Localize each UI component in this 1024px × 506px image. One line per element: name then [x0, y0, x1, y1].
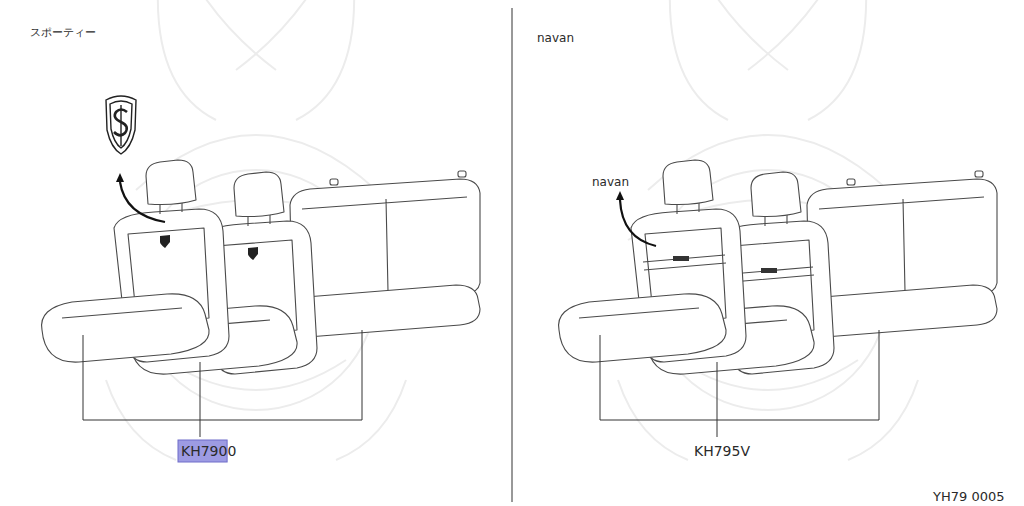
part-number: KH7900 — [181, 444, 236, 458]
seat-emblem — [248, 247, 258, 260]
front-seat — [559, 160, 746, 362]
seat-cushion — [559, 294, 727, 362]
seat-cushion-seam — [62, 308, 182, 318]
seat-cushion — [42, 294, 210, 362]
callout-label: navan — [592, 176, 629, 188]
part-number: KH795V — [694, 444, 750, 458]
seat-band — [643, 255, 726, 270]
bench-back-seam — [302, 197, 467, 291]
leader-arrow — [620, 200, 656, 246]
bench-back-seam — [819, 197, 984, 291]
bench-latch — [458, 171, 466, 177]
seat-set — [559, 160, 997, 437]
seat-emblem — [160, 235, 170, 248]
seat-band-tag — [673, 256, 689, 261]
headrest — [146, 160, 196, 205]
headrest — [234, 172, 284, 217]
headrest — [663, 160, 713, 205]
bracket-line — [879, 330, 880, 420]
bench-latch — [330, 179, 338, 185]
bench-latch — [847, 179, 855, 185]
arrow-head — [116, 173, 124, 182]
bracket-line — [362, 330, 363, 420]
watermark-stroke — [158, 0, 276, 120]
bracket-line — [200, 362, 201, 420]
watermark-stroke — [748, 0, 866, 120]
bracket-line — [83, 420, 362, 421]
bracket-line — [83, 335, 84, 420]
seat-band-tag — [761, 268, 777, 273]
front-seat — [42, 160, 229, 362]
section-heading: スポーティー — [30, 27, 96, 38]
bracket — [83, 330, 362, 437]
watermark-stroke — [670, 0, 788, 120]
arrow-head — [616, 191, 624, 200]
bracket — [600, 330, 879, 437]
watermark-stroke — [236, 0, 354, 120]
headrest — [751, 172, 801, 217]
seat-band — [731, 267, 814, 282]
section-heading: navan — [537, 32, 574, 44]
emblem-shield — [106, 96, 136, 154]
seat-set — [42, 160, 480, 437]
figure-number: YH79 0005 — [933, 490, 1004, 503]
bench-latch — [975, 171, 983, 177]
bracket-line — [717, 420, 718, 437]
leader-arrow — [120, 182, 165, 222]
panel-divider — [512, 8, 513, 502]
sport-emblem — [106, 96, 136, 154]
emblem-shield-inner — [110, 101, 132, 148]
seat-cushion-seam — [579, 308, 699, 318]
emblem-bar — [120, 105, 121, 146]
bracket-line — [200, 420, 201, 437]
bracket-line — [600, 420, 879, 421]
bracket-line — [600, 335, 601, 420]
bracket-line — [717, 362, 718, 420]
